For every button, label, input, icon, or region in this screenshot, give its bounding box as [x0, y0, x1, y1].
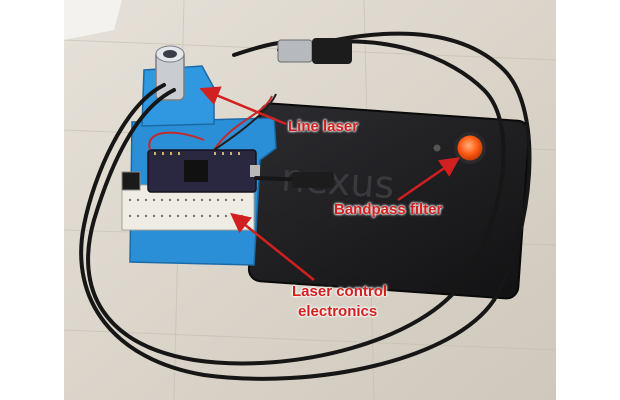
label-laser-control-line1: Laser control: [292, 283, 388, 300]
label-line-laser: Line laser: [288, 118, 359, 135]
phone-flash: [433, 144, 441, 152]
bandpass-filter: [457, 135, 483, 161]
arrow-laser-electronics: [230, 212, 315, 281]
label-bandpass-filter: Bandpass filter: [334, 201, 443, 218]
usb-cable: [79, 31, 532, 381]
photo: nexus: [64, 0, 556, 400]
label-laser-control-line2: electronics: [298, 303, 378, 320]
microcontroller-board: [121, 93, 277, 193]
usb-plugs: [277, 38, 352, 188]
arrow-bandpass-filter: [397, 157, 461, 202]
arrow-line-laser: [199, 86, 287, 126]
paper-corner: [64, 0, 122, 40]
